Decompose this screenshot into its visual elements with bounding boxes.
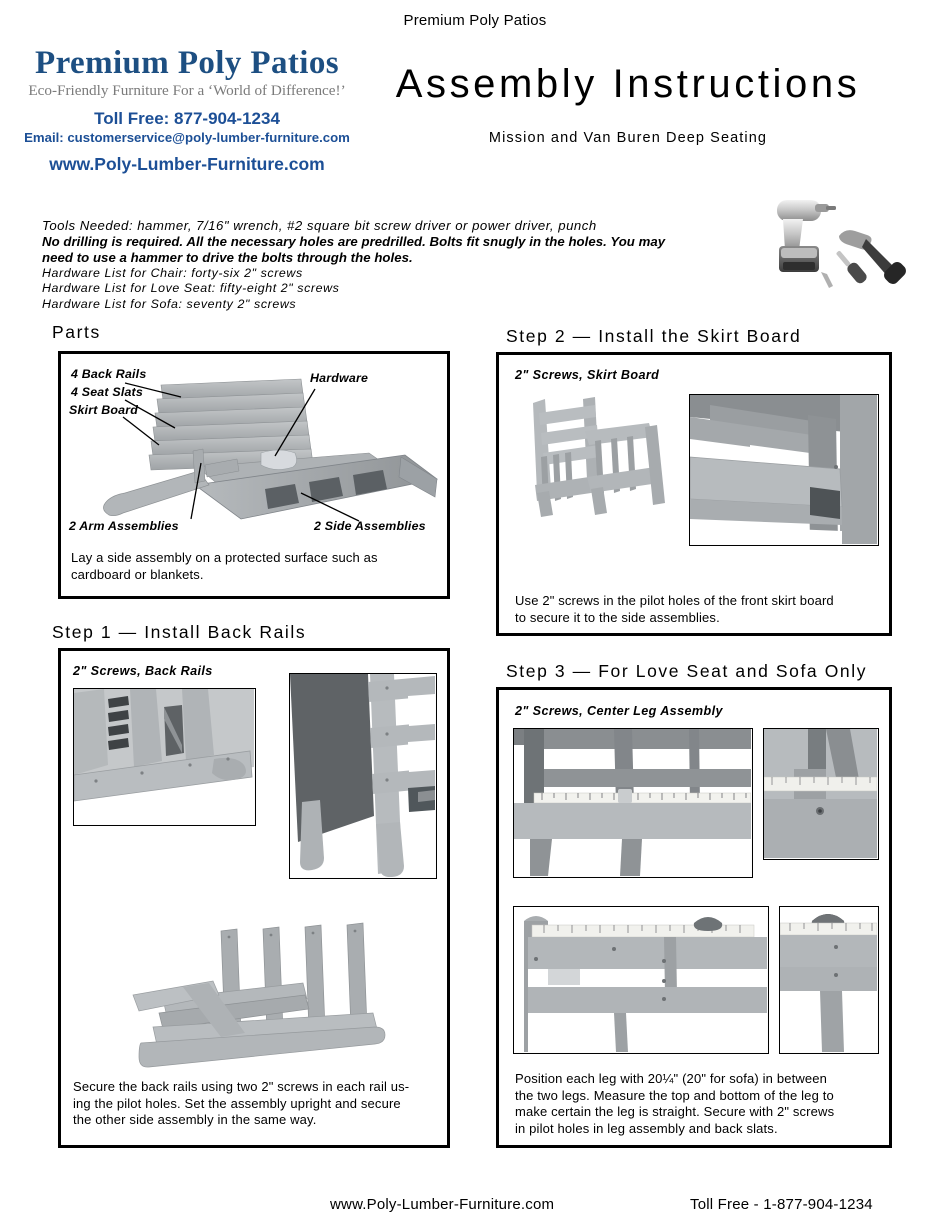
step2-caption: Use 2" screws in the pilot holes of the … xyxy=(515,593,883,626)
document-title: Assembly Instructions xyxy=(395,62,861,106)
part-label-arm-assemblies: 2 Arm Assemblies xyxy=(69,519,179,533)
logo-email: Email: customerservice@poly-lumber-furni… xyxy=(24,129,350,145)
logo-phone: Toll Free: 877-904-1234 xyxy=(94,108,280,128)
page-title: Premium Poly Patios xyxy=(403,12,547,29)
step3-panel: 2" Screws, Center Leg Assembly xyxy=(496,687,892,1148)
parts-caption: Lay a side assembly on a protected surfa… xyxy=(71,550,441,583)
part-label-seat-slats: 4 Seat Slats xyxy=(71,385,143,399)
step2-heading: Step 2 — Install the Skirt Board xyxy=(506,326,802,346)
parts-heading: Parts xyxy=(52,322,101,342)
step2-caption-line-1: Use 2" screws in the pilot holes of the … xyxy=(515,593,834,608)
hardware-list-sofa: Hardware List for Sofa: seventy 2" screw… xyxy=(42,296,297,311)
logo-wordmark: Premium Poly Patios xyxy=(35,45,339,81)
step3-caption-line-2: the two legs. Measure the top and bottom… xyxy=(515,1087,834,1103)
step1-photo-2 xyxy=(289,673,437,879)
step3-photo-1 xyxy=(513,728,753,878)
step2-caption-line-2: to secure it to the side assemblies. xyxy=(515,609,720,625)
part-label-skirt-board: Skirt Board xyxy=(69,403,138,417)
hardware-list-chair: Hardware List for Chair: forty-six 2" sc… xyxy=(42,266,303,281)
parts-panel: 4 Back Rails 4 Seat Slats Skirt Board Ha… xyxy=(58,351,450,599)
step1-note: 2" Screws, Back Rails xyxy=(73,664,213,678)
step3-note: 2" Screws, Center Leg Assembly xyxy=(515,704,723,718)
document-subtitle: Mission and Van Buren Deep Seating xyxy=(488,130,768,146)
part-label-back-rails: 4 Back Rails xyxy=(71,367,147,381)
step1-heading: Step 1 — Install Back Rails xyxy=(52,622,307,642)
tools-needed-block: Tools Needed: hammer, 7/16" wrench, #2 s… xyxy=(42,218,742,312)
logo-website: www.Poly-Lumber-Furniture.com xyxy=(49,153,325,174)
part-label-hardware: Hardware xyxy=(310,371,369,385)
step3-photo-2 xyxy=(763,728,879,860)
tools-needed-line: Tools Needed: hammer, 7/16" wrench, #2 s… xyxy=(42,218,597,233)
logo-tagline: Eco-Friendly Furniture For a ‘World of D… xyxy=(28,81,346,99)
step3-caption: Position each leg with 20¼" (20" for sof… xyxy=(515,1071,883,1138)
step1-photo-1 xyxy=(73,688,256,826)
no-drilling-line-2: need to use a hammer to drive the bolts … xyxy=(42,250,413,266)
parts-caption-line-1: Lay a side assembly on a protected surfa… xyxy=(71,550,378,565)
step3-caption-line-4: in pilot holes in leg assembly and back … xyxy=(515,1120,778,1136)
step2-photo-1 xyxy=(525,397,675,517)
part-label-side-assemblies: 2 Side Assemblies xyxy=(314,519,426,533)
step1-caption-line-3: the other side assembly in the same way. xyxy=(73,1112,317,1128)
step1-photo-3 xyxy=(123,921,393,1073)
company-logo: Premium Poly Patios Eco-Friendly Furnitu… xyxy=(12,46,362,175)
footer-website: www.Poly-Lumber-Furniture.com xyxy=(330,1196,555,1213)
step2-photo-2 xyxy=(689,394,879,546)
parts-photo xyxy=(69,367,445,537)
step2-panel: 2" Screws, Skirt Board xyxy=(496,352,892,636)
no-drilling-line-1: No drilling is required. All the necessa… xyxy=(42,234,666,250)
step1-caption-line-2: ing the pilot holes. Set the assembly up… xyxy=(73,1095,401,1111)
footer-phone: Toll Free - 1-877-904-1234 xyxy=(690,1196,873,1213)
step3-photo-3 xyxy=(513,906,769,1054)
step3-heading: Step 3 — For Love Seat and Sofa Only xyxy=(506,661,868,681)
step3-caption-line-3: make certain the leg is straight. Secure… xyxy=(515,1104,835,1120)
hardware-list-love-seat: Hardware List for Love Seat: fifty-eight… xyxy=(42,281,340,296)
step2-note: 2" Screws, Skirt Board xyxy=(515,368,660,382)
parts-caption-line-2: cardboard or blankets. xyxy=(71,566,204,582)
step3-photo-4 xyxy=(779,906,879,1054)
step1-caption-line-1: Secure the back rails using two 2" screw… xyxy=(73,1079,410,1094)
step1-caption: Secure the back rails using two 2" screw… xyxy=(73,1079,445,1129)
step3-caption-line-1: Position each leg with 20¼" (20" for sof… xyxy=(515,1071,828,1086)
tools-photo xyxy=(763,192,923,297)
step1-panel: 2" Screws, Back Rails xyxy=(58,648,450,1148)
